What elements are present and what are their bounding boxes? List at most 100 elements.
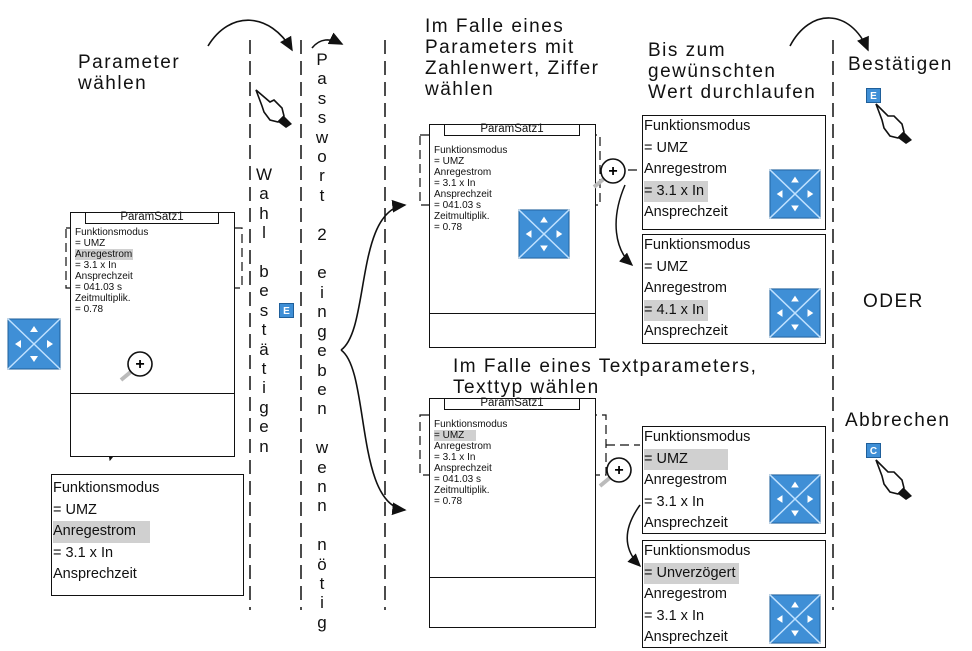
screen-line-selected: = 3.1 x In [434, 178, 476, 189]
zoom-line: Ansprechzeit [644, 323, 728, 339]
zoom-line: = UMZ [644, 258, 688, 275]
screen-line: = 041.03 s [434, 200, 481, 211]
zoom-line: Ansprechzeit [53, 566, 137, 582]
step1-heading-line2: wählen [78, 73, 148, 94]
zoom-panel-numeric-a: Funktionsmodus = UMZ Anregestrom = 3.1 x… [642, 115, 826, 230]
magnifier-icon: + [598, 457, 632, 488]
screen-title: ParamSatz1 [444, 123, 580, 136]
zoom-line-selected: = Unverzögert [644, 562, 740, 584]
screen-line: = 041.03 s [75, 282, 122, 293]
pointing-hand-icon [875, 459, 912, 500]
screen-line: Anregestrom [434, 167, 492, 178]
numeric-heading-line: wählen [425, 79, 495, 100]
screen-title: ParamSatz1 [444, 397, 580, 410]
zoom-line: Funktionsmodus [644, 118, 751, 134]
confirm-label: Bestätigen [848, 54, 953, 75]
cancel-label: Abbrechen [845, 410, 951, 431]
zoom-line: = UMZ [53, 501, 97, 518]
text-heading-line: Im Falle eines Textparameters, [453, 356, 758, 377]
screen-line: Anregestrom [434, 441, 492, 452]
arrow-keypad-icon[interactable] [769, 473, 821, 525]
device-screen-text: ParamSatz1 Funktionsmodus = UMZ Anregest… [429, 397, 596, 628]
screen-line: = 041.03 s [434, 474, 481, 485]
arrow-keypad-icon[interactable] [518, 208, 570, 260]
zoom-line: = 3.1 x In [644, 493, 705, 510]
zoom-line-selected: = 4.1 x In [644, 299, 709, 321]
screen-line: = UMZ [434, 156, 465, 167]
pointing-hand-icon [875, 103, 912, 144]
screen-title: ParamSatz1 [85, 211, 219, 224]
zoom-line-selected: = UMZ [644, 448, 728, 470]
screen-line: Zeitmultiplik. [434, 211, 490, 222]
clear-key-icon[interactable]: C [866, 443, 881, 458]
pointing-hand-icon [255, 89, 292, 128]
screen-line: Funktionsmodus [434, 419, 508, 430]
zoom-line: = UMZ [644, 139, 688, 156]
zoom-line: Ansprechzeit [644, 204, 728, 220]
scroll-heading-line: Bis zum [648, 40, 727, 61]
arrow-step2 [311, 32, 344, 49]
zoom-line: Anregestrom [644, 472, 728, 488]
step1-heading: Parameter wählen [78, 52, 180, 94]
zoom-panel-text-a: Funktionsmodus = UMZ Anregestrom = 3.1 x… [642, 426, 826, 534]
screen-line: = UMZ [75, 238, 106, 249]
screen-line: = 0.78 [434, 222, 463, 233]
zoom-line: = 3.1 x In [53, 544, 114, 561]
zoom-line: Funktionsmodus [644, 543, 751, 559]
screen-line: Zeitmultiplik. [434, 485, 490, 496]
zoom-panel-numeric-b: Funktionsmodus = UMZ Anregestrom = 4.1 x… [642, 234, 826, 344]
screen-line: Ansprechzeit [75, 271, 133, 282]
zoom-panel-text-b: Funktionsmodus = Unverzögert Anregestrom… [642, 540, 826, 648]
screen-line: = 3.1 x In [75, 260, 117, 271]
screen-line: = 0.78 [75, 304, 104, 315]
arrow-confirm [789, 17, 869, 52]
svg-text:+: + [135, 356, 144, 373]
arrow-keypad-icon[interactable] [769, 168, 821, 220]
screen-line: Funktionsmodus [434, 145, 508, 156]
numeric-heading-line: Im Falle eines [425, 16, 565, 37]
screen-line: = 0.78 [434, 496, 463, 507]
zoom-line-selected: Anregestrom [53, 521, 151, 543]
device-screen-left: ParamSatz1 Funktionsmodus = UMZ Anregest… [70, 211, 235, 457]
zoom-line: Anregestrom [644, 280, 728, 296]
enter-key-icon[interactable]: E [279, 303, 294, 318]
text-heading-line: Texttyp wählen [453, 377, 600, 398]
numeric-heading-line: Zahlenwert, Ziffer [425, 58, 600, 79]
arrow-keypad-icon[interactable] [7, 318, 61, 370]
zoom-line: Funktionsmodus [644, 429, 751, 445]
magnifier-icon: + [119, 351, 153, 382]
svg-text:+: + [608, 163, 617, 180]
screen-line-selected: Anregestrom [75, 249, 133, 260]
screen-line: Ansprechzeit [434, 463, 492, 474]
zoom-line: Ansprechzeit [644, 629, 728, 645]
zoom-line-selected: = 3.1 x In [644, 180, 709, 202]
scroll-heading-line: gewünschten [648, 61, 777, 82]
text-param-heading: Im Falle eines Textparameters, Texttyp w… [453, 356, 757, 398]
arrow-text [340, 349, 407, 516]
numeric-heading: Im Falle eines Parameters mit Zahlenwert… [425, 16, 599, 100]
screen-line: = 3.1 x In [434, 452, 476, 463]
screen-line: Funktionsmodus [75, 227, 149, 238]
arrow-keypad-icon[interactable] [769, 593, 821, 645]
arrow-step1 [207, 19, 293, 52]
step1-heading-line1: Parameter [78, 52, 181, 73]
zoom-line: Anregestrom [644, 161, 728, 177]
zoom-line: Funktionsmodus [644, 237, 751, 253]
or-label: ODER [863, 291, 924, 312]
zoom-line: Anregestrom [644, 586, 728, 602]
screen-line-selected: = UMZ [434, 430, 477, 441]
enter-key-icon[interactable]: E [866, 88, 881, 103]
numeric-heading-line: Parameters mit [425, 37, 575, 58]
svg-text:+: + [614, 462, 623, 479]
screen-line: Zeitmultiplik. [75, 293, 131, 304]
magnifier-icon: + [592, 158, 626, 189]
scroll-heading: Bis zum gewünschten Wert durchlaufen [648, 40, 816, 103]
device-screen-numeric: ParamSatz1 Funktionsmodus = UMZ Anregest… [429, 123, 596, 348]
zoom-panel-left: Funktionsmodus = UMZ Anregestrom = 3.1 x… [51, 474, 244, 596]
screen-line: Ansprechzeit [434, 189, 492, 200]
arrow-keypad-icon[interactable] [769, 287, 821, 339]
zoom-line: Ansprechzeit [644, 515, 728, 531]
zoom-line: = 3.1 x In [644, 607, 705, 624]
